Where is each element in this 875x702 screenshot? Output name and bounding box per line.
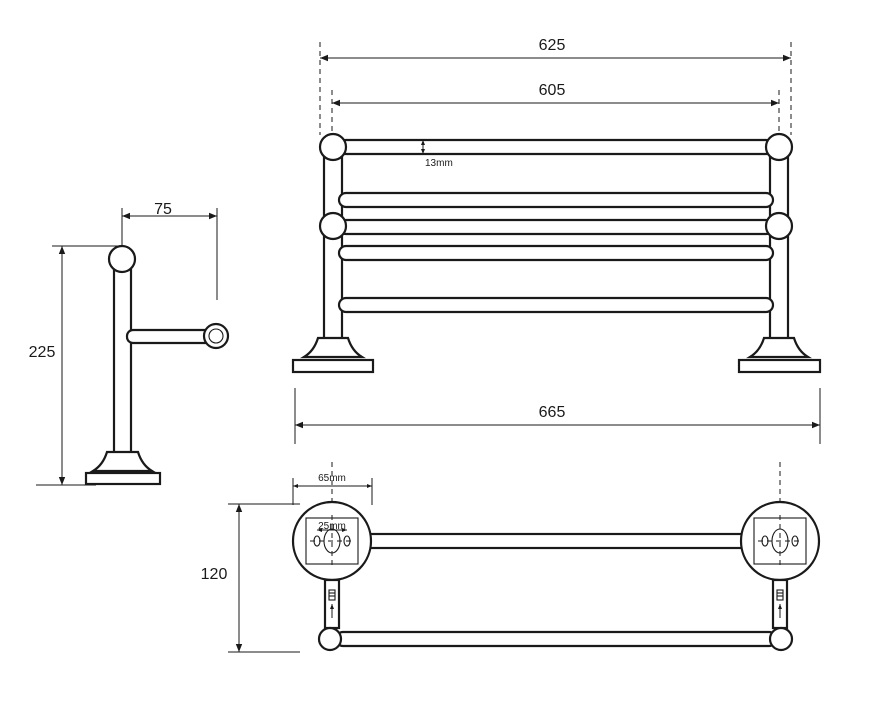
side-arm-end — [202, 322, 230, 350]
side-post — [112, 260, 133, 459]
dimension-overall-width: 625 — [319, 37, 792, 135]
left-foot — [291, 336, 375, 374]
right-mount-plate — [739, 500, 821, 582]
dim-label-605: 605 — [539, 82, 566, 99]
dim-label-120: 120 — [201, 566, 228, 583]
ball-ends — [318, 132, 794, 241]
right-connector — [771, 578, 789, 630]
plan-view: 65mm 120 25mm — [201, 462, 821, 653]
plan-back-rail — [366, 532, 746, 550]
plan-front-ball-left — [317, 626, 343, 652]
right-foot — [737, 336, 822, 374]
front-view: 625 605 13mm — [291, 37, 822, 444]
left-post — [322, 146, 344, 345]
dimension-plan-depth: 120 — [201, 503, 300, 653]
dimension-side-depth: 75 — [121, 201, 218, 300]
left-mount-plate: 25mm — [291, 500, 373, 582]
dimension-base-width: 665 — [294, 388, 821, 444]
dimension-mount-diameter: 65mm — [292, 473, 373, 505]
side-foot — [84, 450, 162, 486]
side-ball-top — [107, 244, 137, 274]
dim-label-13mm: 13mm — [425, 158, 453, 169]
side-arm — [125, 328, 217, 345]
front-rails — [337, 138, 775, 314]
dimension-side-height: 225 — [29, 245, 118, 486]
dim-label-665: 665 — [539, 404, 566, 421]
dimension-inner-width: 605 — [331, 82, 780, 140]
dim-label-25mm: 25mm — [318, 521, 346, 532]
plan-front-rail — [334, 630, 778, 648]
dim-label-65mm: 65mm — [318, 473, 346, 484]
left-connector — [323, 578, 341, 630]
plan-front-ball-right — [768, 626, 794, 652]
dim-label-625: 625 — [539, 37, 566, 54]
rail-diameter-dimension: 13mm — [421, 140, 453, 169]
right-post — [768, 146, 790, 345]
dim-label-75: 75 — [154, 201, 172, 218]
side-view: 75 225 — [29, 201, 230, 486]
side-arm-end-inner — [208, 328, 224, 344]
dim-label-225: 225 — [29, 344, 56, 361]
